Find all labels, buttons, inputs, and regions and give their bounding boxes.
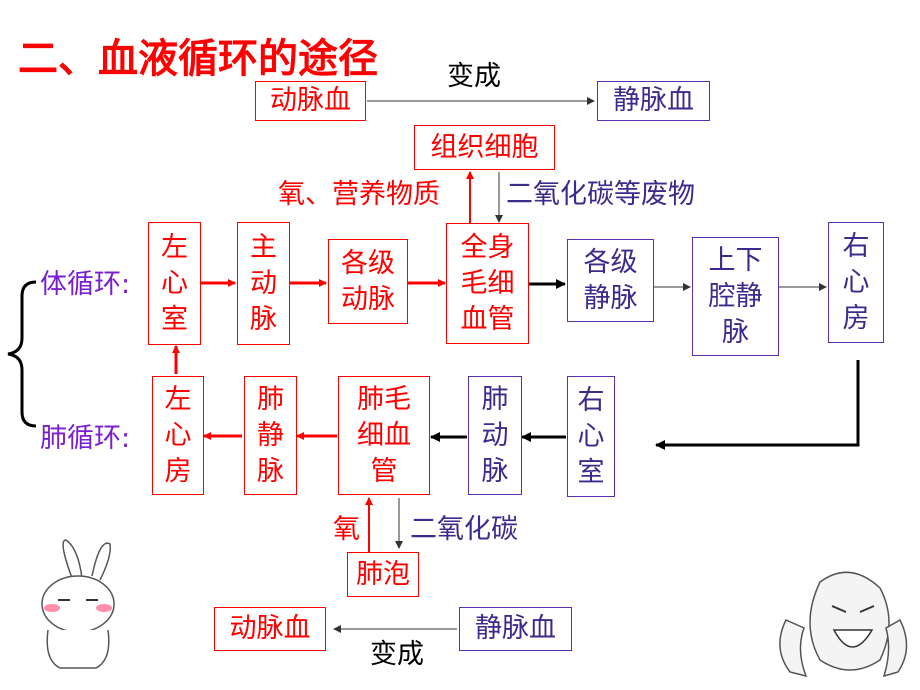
bottom-venous-blood-box: 静脉血 — [459, 607, 572, 651]
alveoli-label: 肺泡 — [356, 558, 410, 590]
page-title: 二、血液循环的途径 — [18, 36, 378, 82]
bottom-change-label: 变成 — [370, 639, 424, 670]
pulmonary-circulation-label: 肺循环: — [40, 423, 131, 454]
node-lung-capillaries: 肺毛细血管 — [338, 376, 430, 495]
node-left-ventricle: 左心室 — [148, 222, 201, 345]
arrow-loop-right — [655, 360, 860, 450]
laughing-face-sticker — [779, 571, 908, 678]
tissue-cells-box: 组织细胞 — [414, 125, 555, 170]
node-aorta-label: 主动脉 — [250, 231, 277, 335]
node-left-ventricle-label: 左心室 — [161, 231, 188, 335]
top-arterial-blood-box: 动脉血 — [255, 81, 366, 121]
node-arteries-label: 各级动脉 — [341, 247, 395, 315]
node-lung-capillaries-label: 肺毛细血管 — [357, 383, 411, 487]
node-vena-cava: 上下腔静脉 — [692, 237, 779, 356]
node-pulmonary-vein-label: 肺静脉 — [257, 383, 284, 487]
node-veins-label: 各级静脉 — [583, 246, 638, 314]
top-venous-blood-label: 静脉血 — [613, 85, 694, 116]
co2-waste-label: 二氧化碳等废物 — [506, 179, 695, 210]
bottom-arterial-blood-box: 动脉血 — [214, 607, 326, 651]
node-pulmonary-artery: 肺动脉 — [468, 376, 522, 495]
node-right-atrium: 右心房 — [828, 222, 884, 343]
node-left-atrium: 左心房 — [152, 376, 204, 495]
bottom-arterial-blood-label: 动脉血 — [229, 613, 311, 644]
node-pulmonary-artery-label: 肺动脉 — [481, 383, 509, 487]
node-body-capillaries-label: 全身毛细血管 — [460, 231, 515, 335]
oxygen-nutrients-label: 氧、营养物质 — [278, 179, 440, 210]
systemic-circulation-label: 体循环: — [40, 269, 131, 300]
alveoli-box: 肺泡 — [347, 552, 419, 597]
node-body-capillaries: 全身毛细血管 — [446, 223, 529, 344]
node-left-atrium-label: 左心房 — [164, 383, 192, 487]
top-change-label: 变成 — [447, 61, 501, 92]
top-arterial-blood-label: 动脉血 — [270, 85, 351, 116]
node-right-ventricle: 右心室 — [567, 376, 615, 497]
node-aorta: 主动脉 — [237, 222, 290, 345]
node-pulmonary-vein: 肺静脉 — [244, 376, 297, 495]
top-venous-blood-box: 静脉血 — [597, 81, 710, 121]
co2-label: 二氧化碳 — [410, 514, 518, 545]
node-veins: 各级静脉 — [567, 239, 654, 322]
curly-brace — [7, 280, 37, 428]
tissue-cells-label: 组织细胞 — [430, 131, 539, 163]
node-right-ventricle-label: 右心室 — [577, 384, 605, 488]
bottom-venous-blood-label: 静脉血 — [475, 613, 556, 644]
oxygen-label: 氧 — [333, 514, 360, 545]
node-right-atrium-label: 右心房 — [842, 230, 870, 334]
bunny-sticker — [41, 539, 115, 669]
node-vena-cava-label: 上下腔静脉 — [708, 244, 763, 348]
node-arteries: 各级动脉 — [328, 239, 408, 324]
